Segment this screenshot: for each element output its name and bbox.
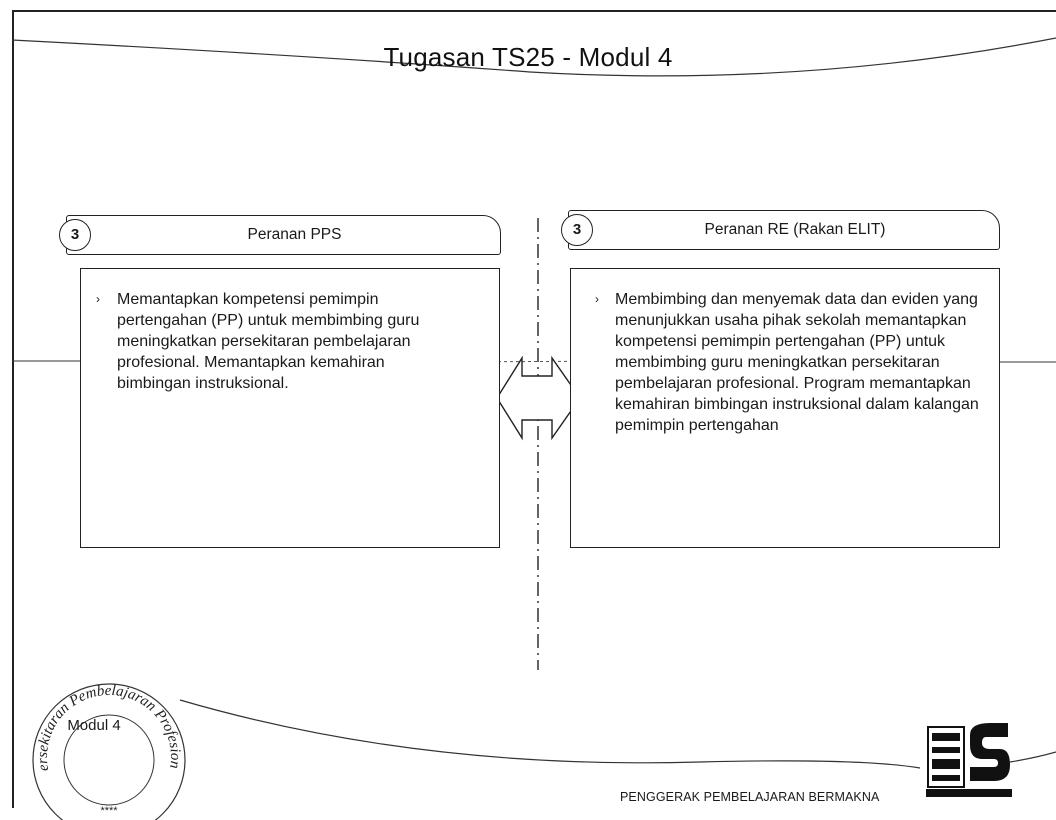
right-content-box: › Membimbing dan menyemak data dan evide… — [570, 268, 1000, 548]
left-heading-box: 3 Peranan PPS — [59, 215, 501, 255]
footer-tagline: PENGGERAK PEMBELAJARAN BERMAKNA — [620, 790, 880, 804]
right-step-number: 3 — [561, 214, 593, 246]
left-step-number: 3 — [59, 219, 91, 251]
slide-frame — [12, 10, 1056, 808]
stamp-stars: **** — [100, 805, 118, 817]
bullet-icon: › — [96, 292, 100, 306]
module-stamp: Persekitaran Pembelajaran Profesional **… — [20, 660, 186, 820]
organization-logo-icon — [926, 723, 1012, 797]
right-heading-box: 3 Peranan RE (Rakan ELIT) — [561, 210, 1000, 250]
bullet-icon: › — [595, 292, 599, 306]
left-heading-label: Peranan PPS — [247, 226, 342, 243]
slide-title: Tugasan TS25 - Modul 4 — [383, 42, 673, 72]
right-heading-label: Peranan RE (Rakan ELIT) — [704, 221, 886, 238]
stamp-label: Modul 4 — [67, 717, 121, 734]
left-content-text: Memantapkan kompetensi pemimpin pertenga… — [117, 291, 420, 392]
left-content-box: › Memantapkan kompetensi pemimpin perten… — [80, 268, 500, 548]
right-content-text: Membimbing dan menyemak data dan eviden … — [615, 291, 979, 434]
